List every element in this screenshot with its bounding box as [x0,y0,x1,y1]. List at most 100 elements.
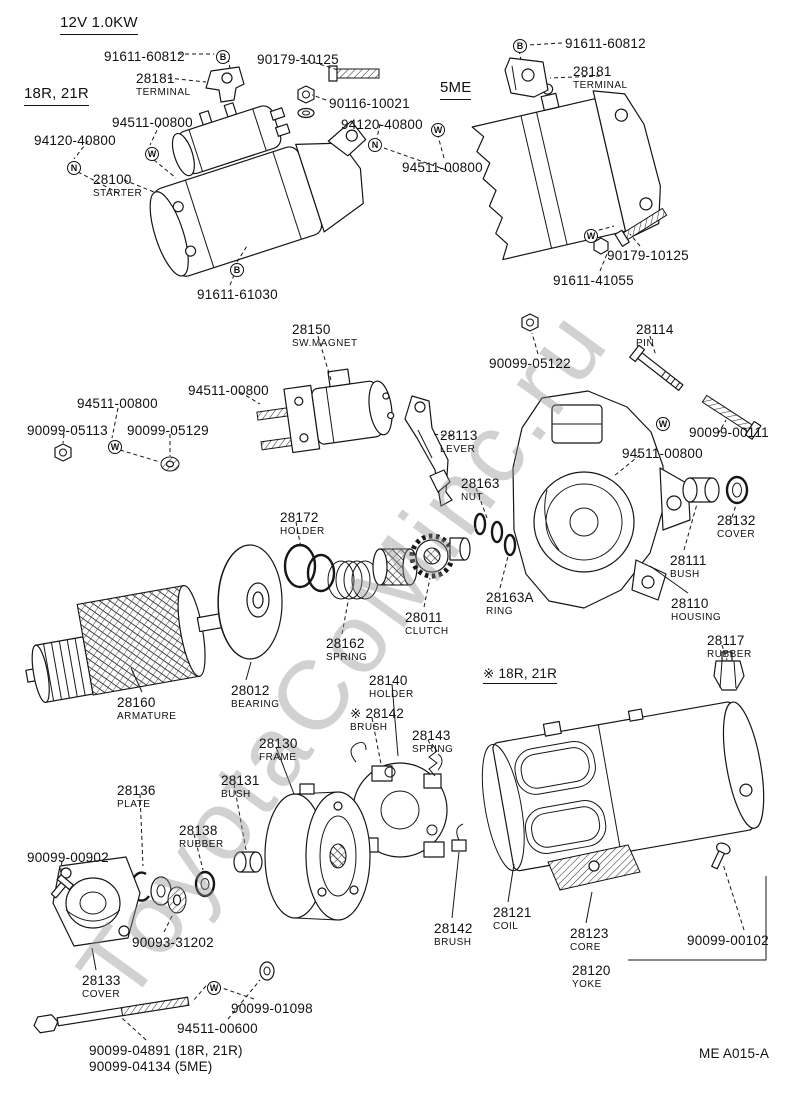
part-label-91611-41055: 91611-41055 [553,273,634,288]
pin-28114-drawing [629,344,684,391]
part-label-94511-00800-1: 94511-00800 [112,115,193,130]
part-label-90093-31202: 90093-31202 [132,935,214,950]
circle-marker-w-4: W [108,440,122,454]
spring-28143-drawing [428,743,438,777]
variant-label-18r-21r-mid: ※ 18R, 21R [483,666,558,685]
part-label-90099-04891: 90099-04891 (18R, 21R) [89,1043,243,1058]
part-label-90099-04134: 90099-04134 (5ME) [89,1059,213,1074]
housing-28110-drawing [512,390,691,609]
circle-marker-b-2: B [230,263,244,277]
core-28123-drawing [547,844,641,891]
screw-90099-00102-drawing [711,842,731,870]
circle-marker-w-3: W [584,229,598,243]
part-label-90099-00102: 90099-00102 [687,933,769,948]
rings-28163-drawing [473,512,517,557]
bolt-90099-04891-drawing [33,996,190,1034]
screw-90099-00902-drawing [50,874,74,899]
part-label-94511-00800-4: 94511-00800 [77,396,158,411]
solenoid-28150-drawing [256,368,395,454]
part-label-91611-60812-right: 91611-60812 [565,36,646,51]
part-label-94511-00800-2: 94511-00800 [402,160,483,175]
rubber-28138-drawing [194,870,216,898]
part-label-90099-05122: 90099-05122 [489,356,571,371]
bolt-90179-10125-left-drawing [328,65,380,82]
part-label-91611-60812-left: 91611-60812 [104,49,185,64]
nut-90099-05122-drawing [521,313,539,332]
bush-28131-drawing [233,851,263,873]
part-label-94511-00800-5: 94511-00800 [622,446,703,461]
part-label-90099-05113: 90099-05113 [27,423,108,438]
bearing-28012-drawing [217,544,283,660]
circle-marker-w-1: W [145,147,159,161]
circle-marker-w-5: W [656,417,670,431]
clutch-28011-drawing [372,533,471,586]
leader-lines [59,42,767,1041]
part-label-90179-10125-right: 90179-10125 [607,248,689,263]
part-label-94120-40800-left: 94120-40800 [34,133,116,148]
circle-marker-w-2: W [431,123,445,137]
variant-label-18r-21r: 18R, 21R [24,85,89,106]
spring-28162-drawing [327,560,379,600]
washer-90093-31202-drawing [167,886,187,914]
part-label-90099-01098: 90099-01098 [231,1001,313,1016]
bolt-90099-00111-drawing [701,394,762,440]
circle-marker-n-2: N [368,138,382,152]
yoke-28120-drawing [481,701,765,872]
brush-holder-28140-drawing [350,742,448,858]
holder-28172-drawing [283,543,336,593]
lever-28113-drawing [404,395,453,507]
washer-90099-05129-drawing [160,456,180,472]
frame-28130-drawing [264,783,371,921]
terminal-28181-right-drawing [504,57,549,98]
nut-90116-10021-drawing [297,85,315,119]
part-label-94511-00800-3: 94511-00800 [188,383,269,398]
part-label-90116-10021: 90116-10021 [329,96,410,111]
part-label-90099-00111: 90099-00111 [689,425,769,440]
variant-label-5me: 5ME [440,79,472,100]
circle-marker-n-1: N [67,161,81,175]
circle-marker-b-1: B [216,50,230,64]
part-label-94511-00600: 94511-00600 [177,1021,258,1036]
washer-90099-01098-drawing [259,961,275,981]
nut-90099-05113-drawing [54,443,72,462]
part-label-91611-61030: 91611-61030 [197,287,278,302]
cover-28132-drawing [725,475,749,505]
part-label-90099-05129: 90099-05129 [127,423,209,438]
spec-label: 12V 1.0KW [60,14,138,35]
starter-28100-drawing [149,102,367,277]
part-label-90099-00902: 90099-00902 [27,850,109,865]
bolt-90179-10125-right-drawing [614,207,668,247]
circle-marker-b-3: B [513,39,527,53]
bush-28111-drawing [682,477,720,503]
brush-28142-drawing [451,823,467,852]
